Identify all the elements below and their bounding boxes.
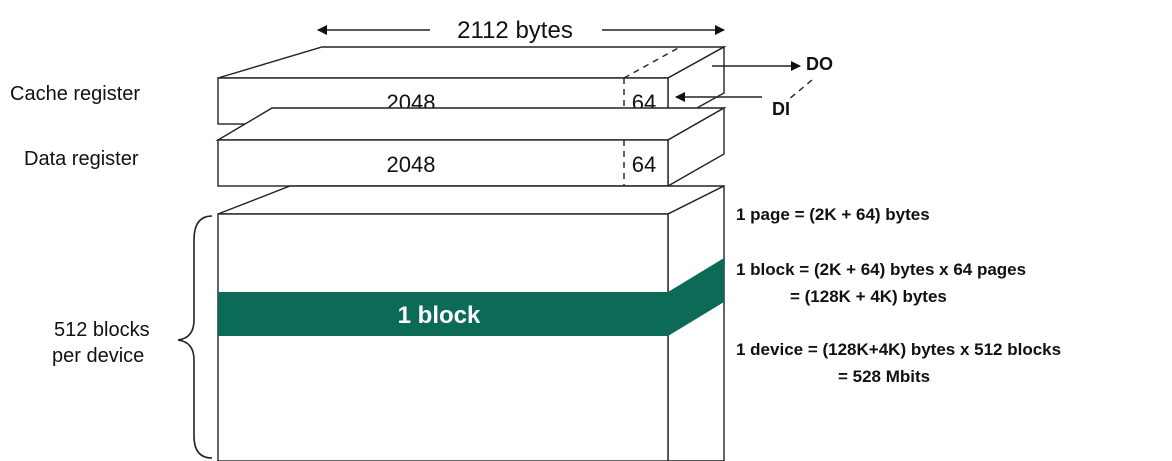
block-band-front <box>218 292 668 336</box>
data-register-main-value: 2048 <box>387 152 436 177</box>
data-register-front-face <box>217 139 669 187</box>
data-register-label: Data register <box>24 148 139 170</box>
data-register-top-face <box>215 107 727 141</box>
data-register: 2048 64 <box>215 106 727 188</box>
block-band-side <box>668 258 724 336</box>
note-block-line1: 1 block = (2K + 64) bytes x 64 pages <box>736 260 1026 279</box>
note-device-line2: = 528 Mbits <box>838 367 930 386</box>
cache-register-label: Cache register <box>10 83 140 105</box>
note-block-line2: = (128K + 4K) bytes <box>790 287 947 306</box>
device-front-face <box>217 213 669 461</box>
cache-register-top-face <box>217 46 727 79</box>
blocks-per-device-line1: 512 blocks <box>54 319 150 341</box>
data-register-spare-value: 64 <box>632 152 656 177</box>
width-label: 2112 bytes <box>457 17 573 44</box>
io-signals: DO DI <box>675 54 833 119</box>
blocks-per-device-line2: per device <box>52 345 144 367</box>
brace-icon <box>177 215 213 459</box>
do-label: DO <box>806 54 833 74</box>
device-top-face <box>217 185 725 215</box>
note-device-line1: 1 device = (128K+4K) bytes x 512 blocks <box>736 340 1061 359</box>
width-dimension: 2112 bytes <box>317 17 725 44</box>
device-brace <box>177 215 213 459</box>
note-page: 1 page = (2K + 64) bytes <box>736 205 930 224</box>
di-label: DI <box>772 99 790 119</box>
notes: 1 page = (2K + 64) bytes 1 block = (2K +… <box>736 205 1061 386</box>
do-di-link <box>787 79 813 101</box>
block-label: 1 block <box>398 302 481 329</box>
device-array: 1 block <box>217 184 725 461</box>
